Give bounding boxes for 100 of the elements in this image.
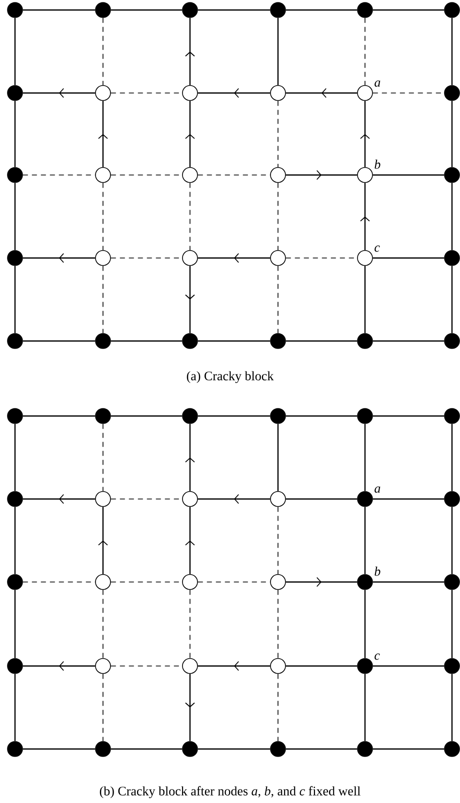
line <box>110 9 182 11</box>
caption: (b) Cracky block after nodes a, b, and c fixed well <box>100 786 360 798</box>
caption: (a) Cracky block <box>186 371 274 384</box>
filled-node <box>7 250 23 266</box>
filled-node <box>7 85 23 101</box>
filled-node <box>270 333 286 349</box>
filled-node <box>444 333 460 349</box>
line <box>277 18 279 86</box>
line <box>451 182 453 250</box>
open-node <box>270 85 286 101</box>
line <box>372 581 444 583</box>
line <box>14 590 16 658</box>
filled-node <box>444 408 460 424</box>
filled-node <box>95 741 111 757</box>
line <box>372 340 444 342</box>
line <box>14 506 16 574</box>
open-node <box>95 491 111 507</box>
line <box>198 748 270 750</box>
filled-node <box>357 574 373 590</box>
line <box>286 340 358 342</box>
open-node <box>270 491 286 507</box>
line <box>110 415 182 417</box>
line <box>198 9 270 11</box>
filled-node <box>270 2 286 18</box>
line <box>451 100 453 168</box>
open-node <box>182 167 198 183</box>
filled-node <box>95 408 111 424</box>
line <box>451 18 453 86</box>
line <box>102 18 104 86</box>
line <box>110 340 182 342</box>
filled-node <box>182 333 198 349</box>
line <box>14 424 16 492</box>
open-node <box>182 85 198 101</box>
line <box>102 266 104 334</box>
open-node <box>357 85 373 101</box>
filled-node <box>7 491 23 507</box>
line <box>372 174 444 176</box>
line <box>277 424 279 492</box>
filled-node <box>182 2 198 18</box>
line <box>451 424 453 492</box>
line <box>286 748 358 750</box>
line <box>451 506 453 574</box>
filled-node <box>357 2 373 18</box>
filled-node <box>7 2 23 18</box>
open-node <box>357 250 373 266</box>
node-label: b <box>374 566 380 576</box>
filled-node <box>357 408 373 424</box>
line <box>286 9 358 11</box>
filled-node <box>444 658 460 674</box>
line <box>102 674 104 742</box>
filled-node <box>95 2 111 18</box>
filled-node <box>7 658 23 674</box>
open-node <box>95 250 111 266</box>
line <box>198 340 270 342</box>
filled-node <box>182 741 198 757</box>
filled-node <box>7 408 23 424</box>
open-node <box>182 574 198 590</box>
filled-node <box>444 741 460 757</box>
line <box>451 674 453 742</box>
filled-node <box>7 574 23 590</box>
filled-node <box>270 408 286 424</box>
filled-node <box>444 250 460 266</box>
filled-node <box>182 408 198 424</box>
filled-node <box>357 491 373 507</box>
line <box>372 665 444 667</box>
filled-node <box>7 333 23 349</box>
open-node <box>95 85 111 101</box>
line <box>372 257 444 259</box>
node-label: a <box>374 486 380 493</box>
line <box>372 748 444 750</box>
filled-node <box>444 491 460 507</box>
line <box>102 590 104 658</box>
line <box>372 415 444 417</box>
line <box>364 266 366 334</box>
node-label: c <box>374 654 380 660</box>
filled-node <box>444 85 460 101</box>
filled-node <box>270 741 286 757</box>
line <box>364 674 366 742</box>
filled-node <box>357 741 373 757</box>
filled-node <box>7 167 23 183</box>
line <box>22 340 96 342</box>
line <box>364 590 366 658</box>
line <box>22 9 96 11</box>
open-node <box>270 250 286 266</box>
open-node <box>95 574 111 590</box>
line <box>364 506 366 574</box>
line <box>102 424 104 492</box>
line <box>14 674 16 742</box>
line <box>14 100 16 168</box>
line <box>372 9 444 11</box>
line <box>286 498 358 500</box>
open-node <box>182 491 198 507</box>
line <box>286 665 358 667</box>
filled-node <box>95 333 111 349</box>
open-node <box>95 658 111 674</box>
line <box>14 182 16 250</box>
open-node <box>357 167 373 183</box>
node-label: a <box>374 80 380 87</box>
line <box>372 498 444 500</box>
filled-node <box>444 574 460 590</box>
